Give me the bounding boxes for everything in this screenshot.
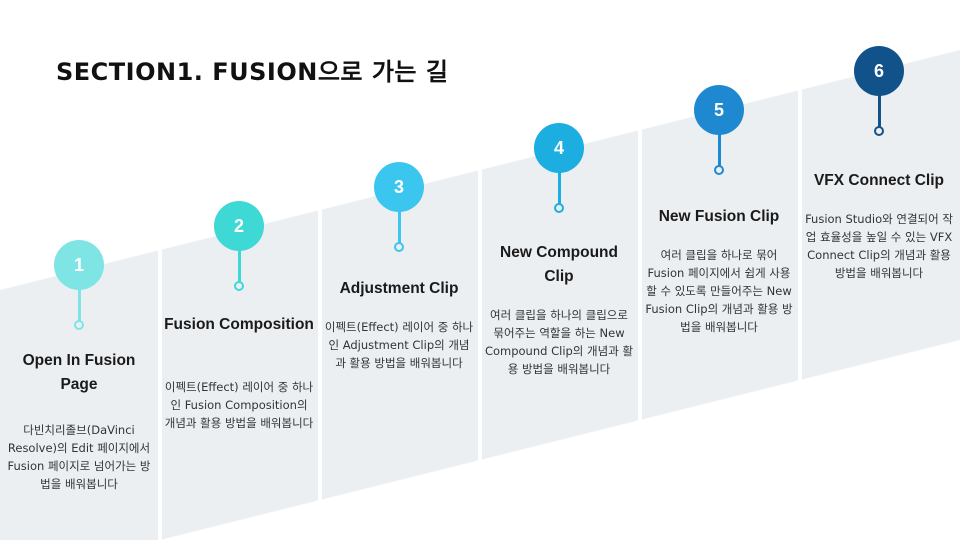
step-description: 여러 클립을 하나의 클립으로 묶어주는 역할을 하는 New Compound… <box>484 308 634 376</box>
step-connector <box>397 211 401 245</box>
step-number-badge: 3 <box>374 162 424 212</box>
step-description: 여러 클립을 하나로 묶어 Fusion 페이지에서 쉽게 사용할 수 있도록 … <box>645 248 793 334</box>
step-title: Open In Fusion Page <box>22 352 136 393</box>
step-anchor-dot <box>714 165 724 175</box>
step-connector <box>237 250 241 284</box>
step-title: Adjustment Clip <box>339 280 459 297</box>
step-title: VFX Connect Clip <box>813 172 945 189</box>
step-number-badge: 6 <box>854 46 904 96</box>
step-connector <box>77 289 81 323</box>
column-divider <box>798 0 802 540</box>
step-description: 이펙트(Effect) 레이어 중 하나인 Adjustment Clip의 개… <box>324 320 474 370</box>
page-title: SECTION1. FUSION으로 가는 길 <box>56 58 449 86</box>
column-divider <box>158 0 162 540</box>
step-title: New Fusion Clip <box>658 208 780 225</box>
column-divider <box>318 0 322 540</box>
step-number-badge: 5 <box>694 85 744 135</box>
step-connector <box>717 134 721 168</box>
step-description: Fusion Studio와 연결되어 작업 효율성을 높일 수 있는 VFX … <box>805 212 953 280</box>
step-title: New Compound Clip <box>500 244 618 285</box>
step-anchor-dot <box>394 242 404 252</box>
step-anchor-dot <box>234 281 244 291</box>
step-number-badge: 1 <box>54 240 104 290</box>
step-connector <box>877 95 881 129</box>
step-description: 이펙트(Effect) 레이어 중 하나인 Fusion Composition… <box>164 380 314 430</box>
step-connector <box>557 172 561 206</box>
step-description: 다빈치리졸브(DaVinci Resolve)의 Edit 페이지에서 Fusi… <box>7 423 151 491</box>
column-divider <box>478 0 482 540</box>
step-number-badge: 2 <box>214 201 264 251</box>
step-anchor-dot <box>74 320 84 330</box>
column-divider <box>638 0 642 540</box>
step-anchor-dot <box>874 126 884 136</box>
step-anchor-dot <box>554 203 564 213</box>
step-title: Fusion Composition <box>164 316 314 333</box>
step-number-badge: 4 <box>534 123 584 173</box>
